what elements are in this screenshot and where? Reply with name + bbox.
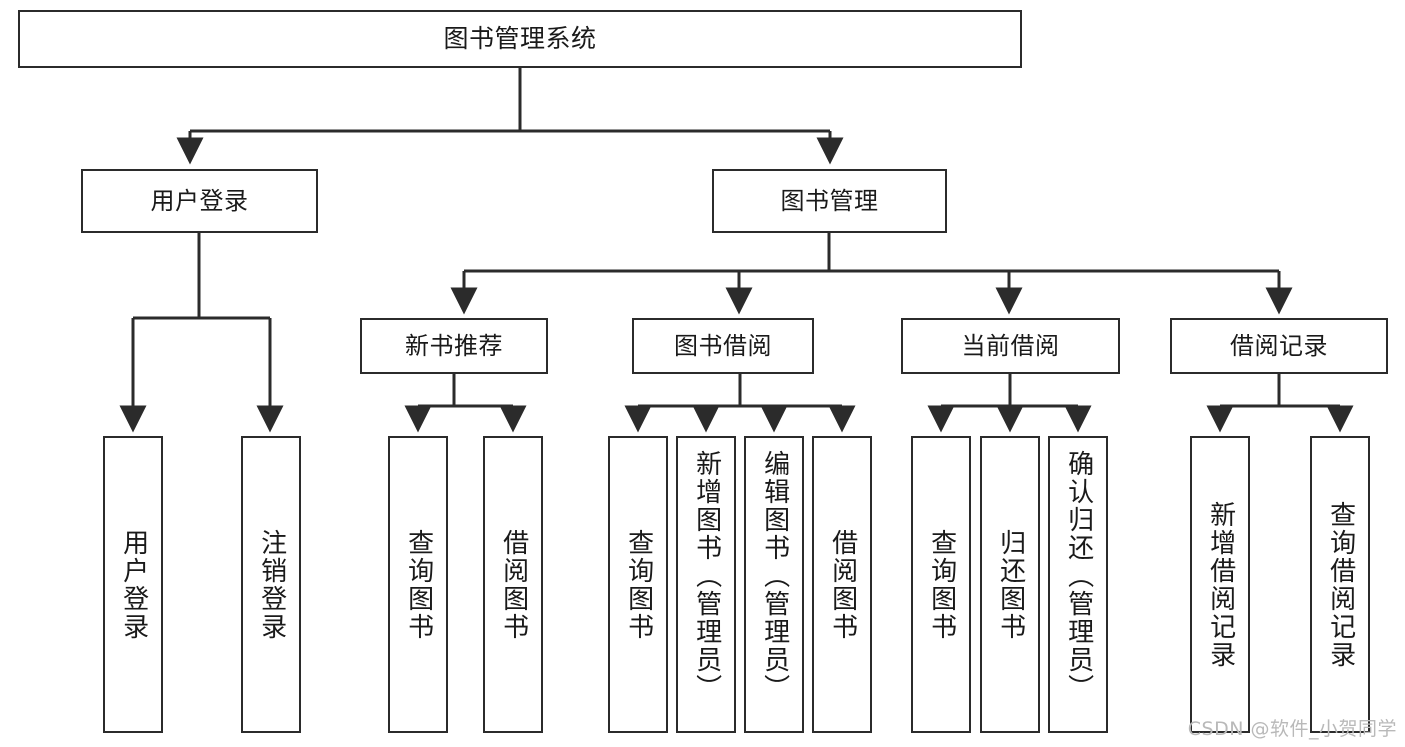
leaf-confirm-return-label: 确认归还（管理员） <box>1063 450 1094 702</box>
node-user-login[interactable]: 用户登录 <box>81 169 318 233</box>
node-current-borrow[interactable]: 当前借阅 <box>901 318 1120 374</box>
leaf-confirm-return[interactable]: 确认归还（管理员） <box>1048 436 1108 733</box>
leaf-borrow-book-recommend[interactable]: 借阅图书 <box>483 436 543 733</box>
node-current-borrow-label: 当前借阅 <box>961 331 1060 360</box>
leaf-return-book-label: 归还图书 <box>995 528 1026 641</box>
node-book-manage-label: 图书管理 <box>780 186 879 215</box>
leaf-borrow-book-borrow[interactable]: 借阅图书 <box>812 436 872 733</box>
leaf-add-borrow-record[interactable]: 新增借阅记录 <box>1190 436 1250 733</box>
node-book-borrow[interactable]: 图书借阅 <box>632 318 814 374</box>
node-book-borrow-label: 图书借阅 <box>674 331 772 360</box>
leaf-add-book[interactable]: 新增图书（管理员） <box>676 436 736 733</box>
leaf-logout-login-label: 注销登录 <box>256 528 287 641</box>
leaf-query-book-current-label: 查询图书 <box>926 528 957 641</box>
leaf-add-borrow-record-label: 新增借阅记录 <box>1205 500 1236 669</box>
leaf-borrow-book-borrow-label: 借阅图书 <box>827 528 858 641</box>
leaf-query-borrow-record-label: 查询借阅记录 <box>1325 500 1356 669</box>
node-root-system-label: 图书管理系统 <box>443 24 597 54</box>
node-borrow-record[interactable]: 借阅记录 <box>1170 318 1388 374</box>
csdn-watermark: CSDN @软件_小贺同学 <box>1187 718 1397 740</box>
leaf-return-book[interactable]: 归还图书 <box>980 436 1040 733</box>
leaf-query-book-borrow[interactable]: 查询图书 <box>608 436 668 733</box>
leaf-borrow-book-recommend-label: 借阅图书 <box>498 528 529 641</box>
leaf-add-book-label: 新增图书（管理员） <box>691 450 722 702</box>
leaf-edit-book-label: 编辑图书（管理员） <box>759 450 790 702</box>
node-new-book-recommend[interactable]: 新书推荐 <box>360 318 548 374</box>
node-user-login-label: 用户登录 <box>150 186 249 215</box>
leaf-logout-login[interactable]: 注销登录 <box>241 436 301 733</box>
leaf-user-login-label: 用户登录 <box>118 528 149 641</box>
node-new-book-recommend-label: 新书推荐 <box>405 331 503 360</box>
leaf-query-book-recommend[interactable]: 查询图书 <box>388 436 448 733</box>
leaf-edit-book[interactable]: 编辑图书（管理员） <box>744 436 804 733</box>
leaf-user-login[interactable]: 用户登录 <box>103 436 163 733</box>
leaf-query-book-recommend-label: 查询图书 <box>403 528 434 641</box>
leaf-query-borrow-record[interactable]: 查询借阅记录 <box>1310 436 1370 733</box>
leaf-query-book-current[interactable]: 查询图书 <box>911 436 971 733</box>
node-borrow-record-label: 借阅记录 <box>1230 331 1328 360</box>
node-root-system[interactable]: 图书管理系统 <box>18 10 1022 68</box>
leaf-query-book-borrow-label: 查询图书 <box>623 528 654 641</box>
node-book-manage[interactable]: 图书管理 <box>712 169 947 233</box>
